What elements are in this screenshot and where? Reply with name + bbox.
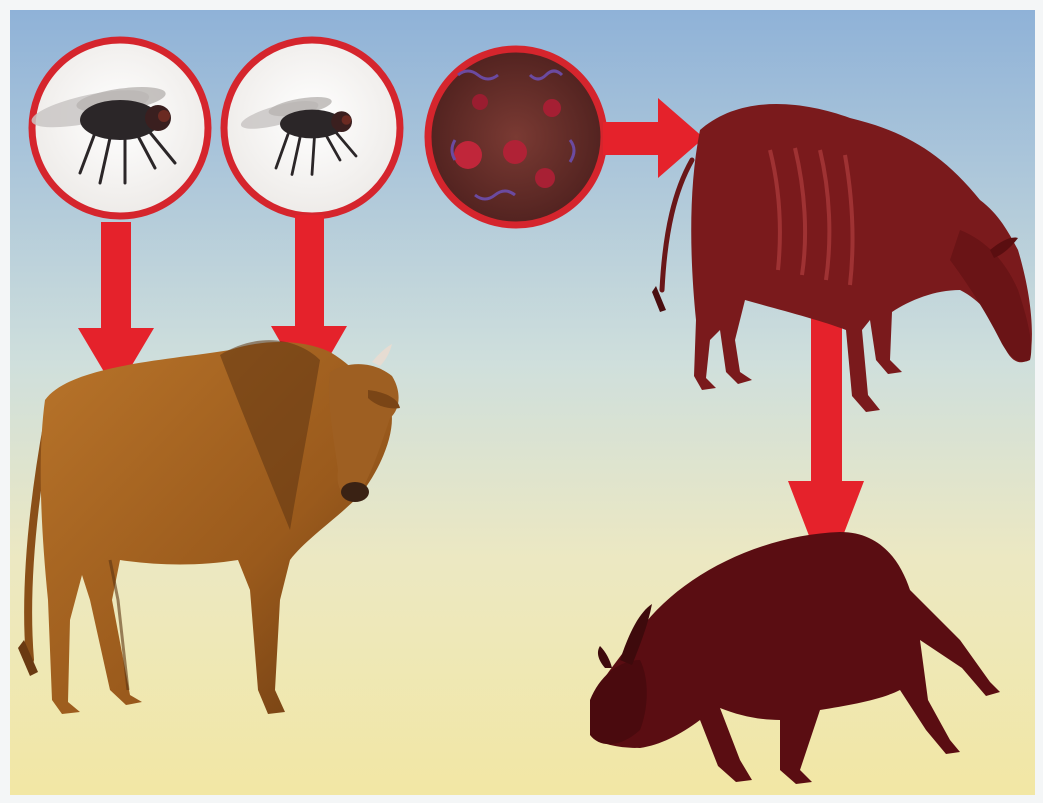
fly-circle-1 <box>29 40 208 216</box>
blood-sample-circle <box>428 49 604 225</box>
fly-circle-2 <box>224 40 400 216</box>
